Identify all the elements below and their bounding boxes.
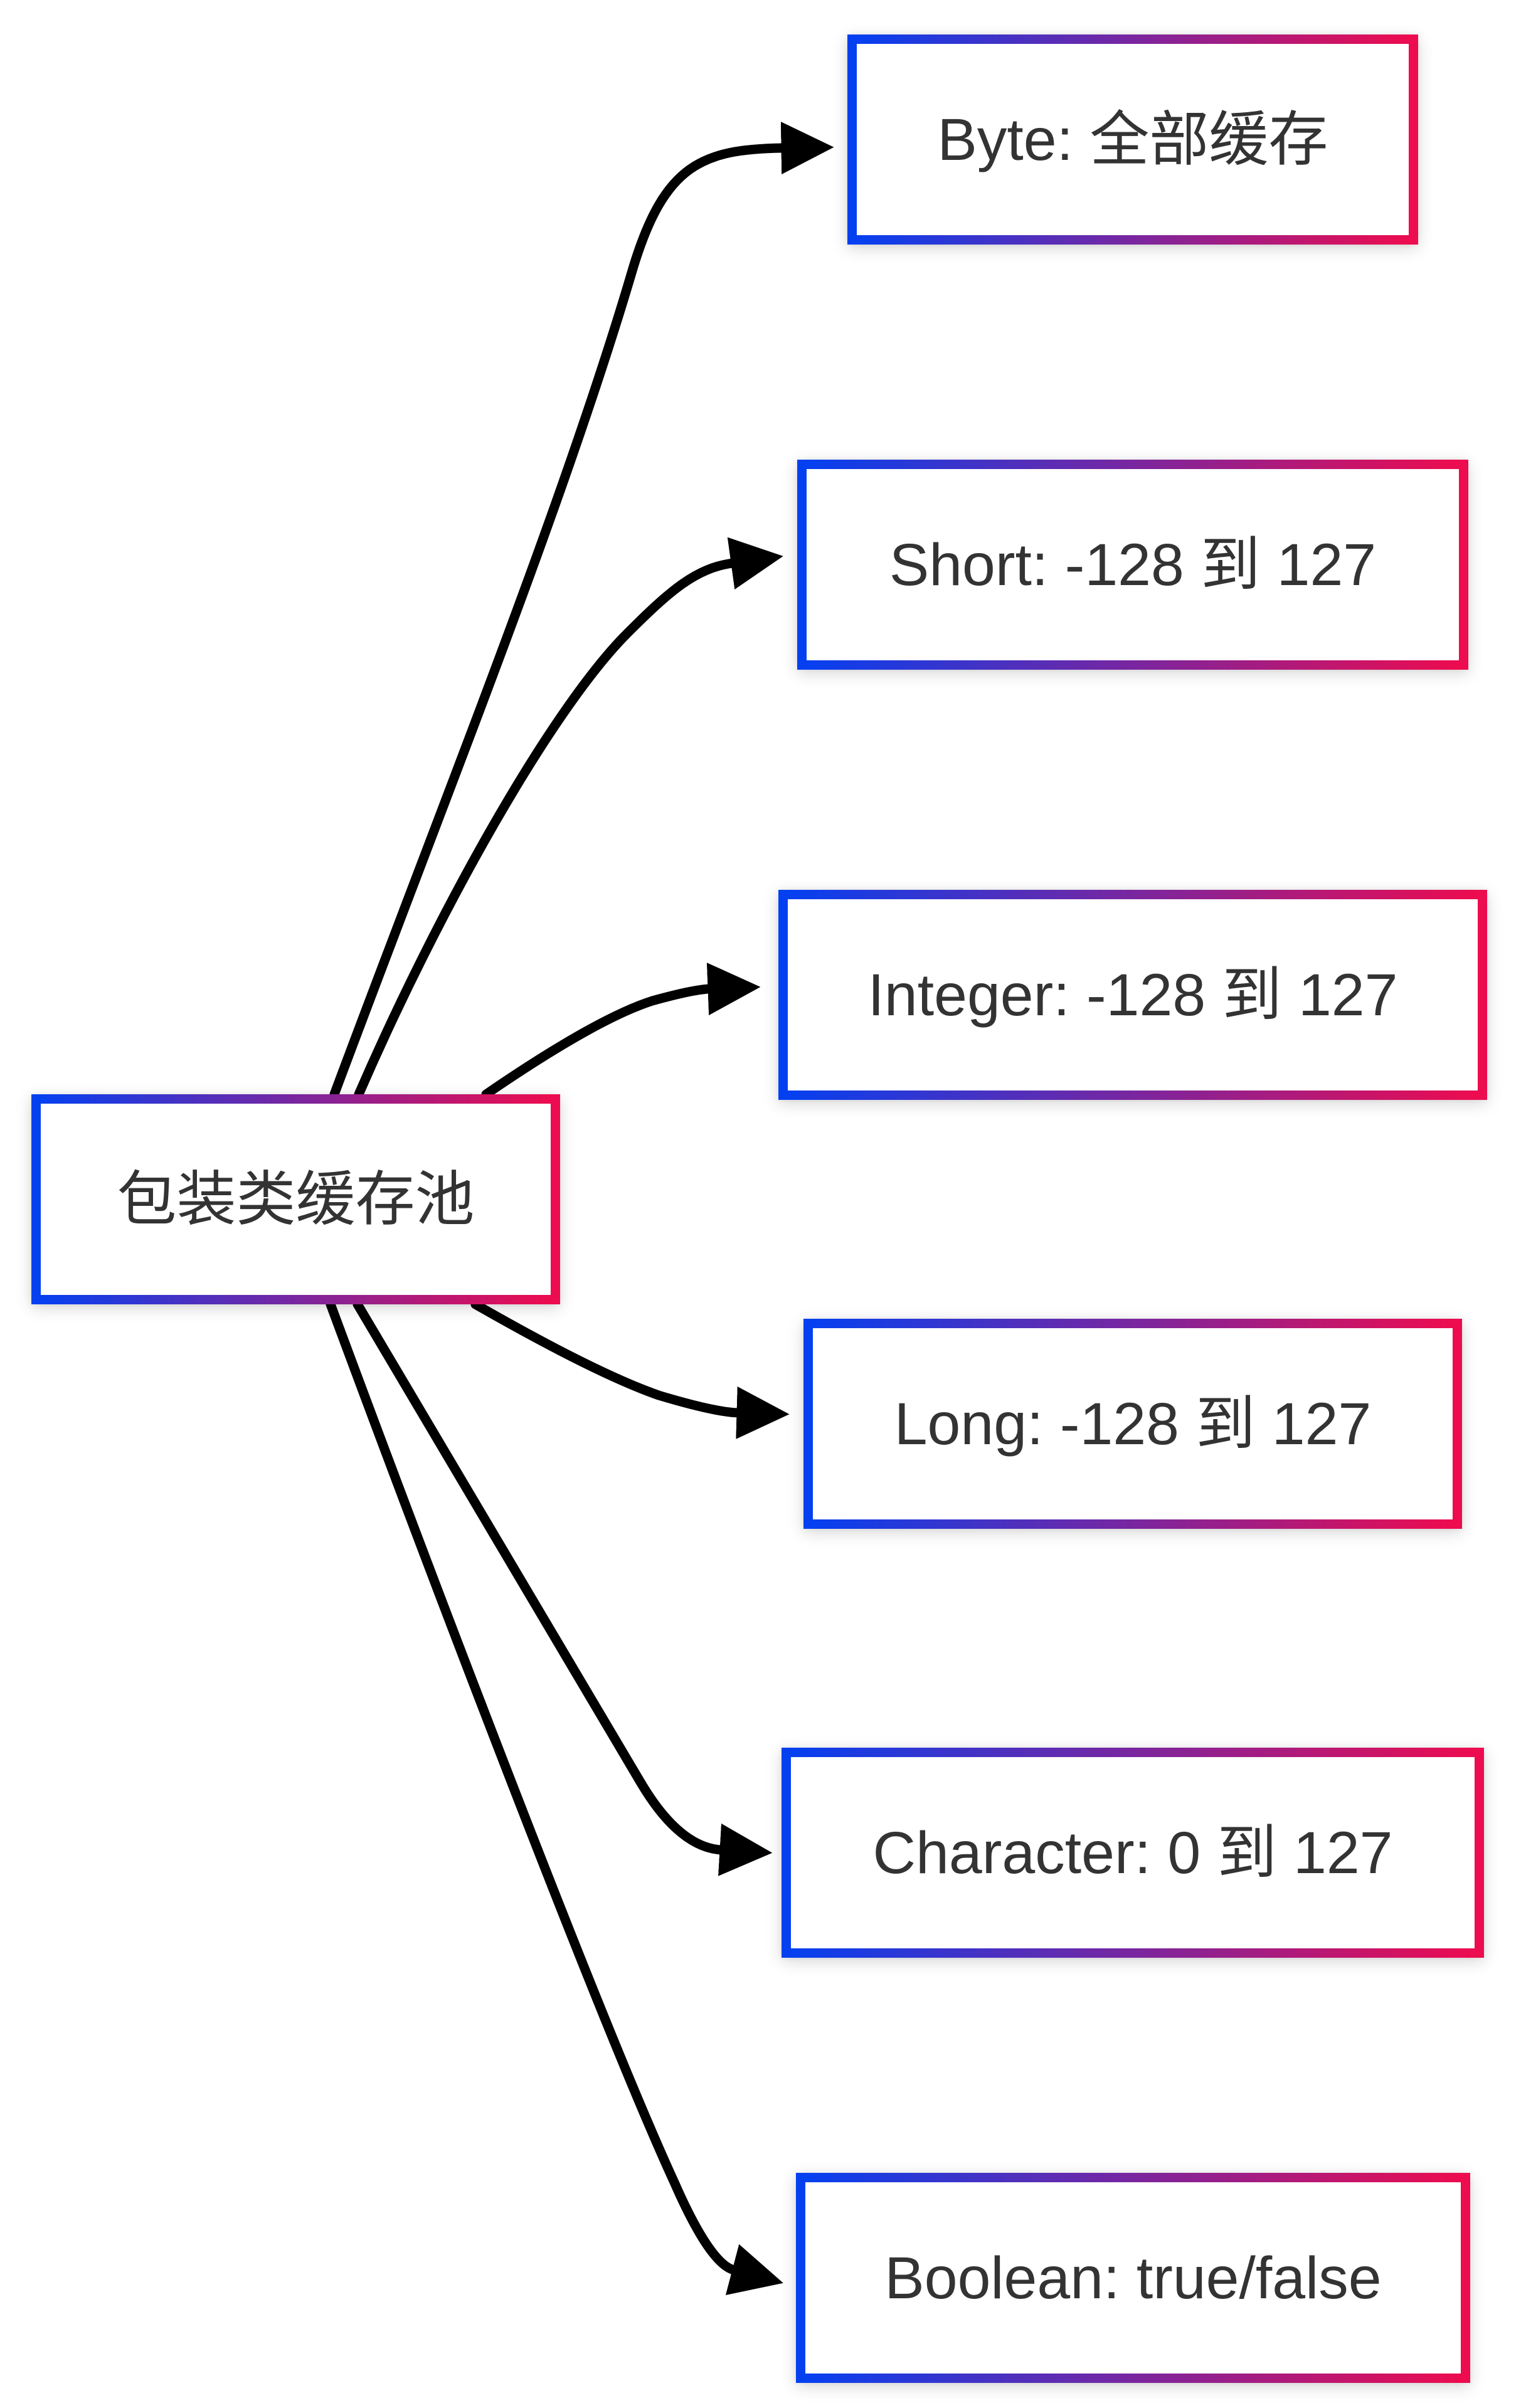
edge-root-to-character — [352, 1299, 773, 1876]
node-short: Short: -128 到 127 — [797, 460, 1468, 670]
node-integer: Integer: -128 到 127 — [778, 890, 1487, 1100]
node-short-label: Short: -128 到 127 — [889, 531, 1377, 598]
edge-root-to-short — [354, 537, 783, 1099]
node-byte-label: Byte: 全部缓存 — [937, 106, 1328, 173]
node-long: Long: -128 到 127 — [803, 1319, 1462, 1529]
node-character-label: Character: 0 到 127 — [872, 1819, 1393, 1886]
node-boolean-label: Boolean: true/false — [884, 2244, 1382, 2311]
node-character: Character: 0 到 127 — [782, 1748, 1484, 1958]
node-root-label: 包装类缓存池 — [117, 1166, 475, 1233]
edge-root-to-integer — [481, 963, 761, 1099]
edge-root-to-boolean — [326, 1299, 783, 2295]
node-byte: Byte: 全部缓存 — [847, 34, 1418, 245]
node-long-label: Long: -128 到 127 — [894, 1390, 1372, 1457]
node-boolean: Boolean: true/false — [796, 2173, 1470, 2383]
edge-root-to-long — [470, 1299, 790, 1439]
node-root: 包装类缓存池 — [31, 1094, 560, 1304]
edge-root-to-byte — [329, 122, 834, 1099]
node-integer-label: Integer: -128 到 127 — [867, 961, 1398, 1028]
